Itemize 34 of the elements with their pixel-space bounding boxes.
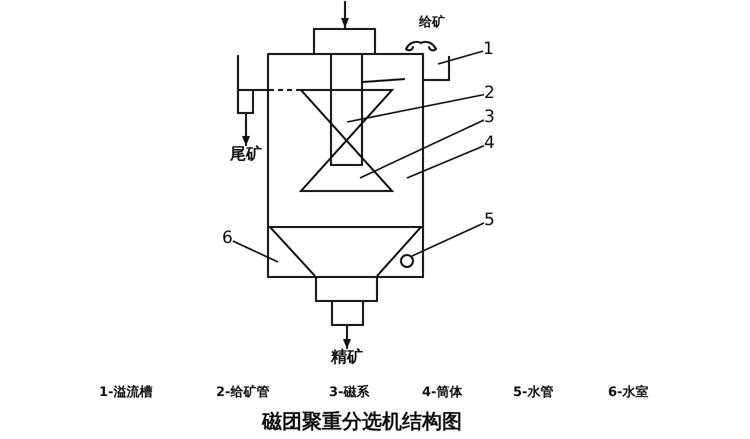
inlet-box	[313, 28, 376, 55]
callout-number: 4	[484, 135, 495, 152]
flow-label: 精矿	[331, 349, 363, 365]
hourglass-shape	[300, 89, 393, 192]
key-label: 3-磁系	[329, 386, 370, 399]
leader-line	[360, 119, 484, 179]
arrow	[242, 114, 250, 146]
flow-label: 尾矿	[230, 146, 262, 162]
key-label: 2-给矿管	[216, 386, 270, 399]
outlet-box	[315, 276, 378, 302]
key-label: 6-水室	[608, 386, 648, 399]
flow-label: 给矿	[419, 16, 445, 29]
trough	[422, 56, 450, 81]
callout-number: 2	[484, 85, 495, 102]
key-label: 4-筒体	[422, 386, 462, 399]
callout-number: 5	[484, 212, 495, 229]
arrow	[343, 326, 351, 349]
key-label: 1-溢流槽	[99, 386, 152, 399]
leader-line	[438, 50, 484, 65]
cylinder-body	[267, 53, 424, 278]
funnel-section	[269, 226, 422, 276]
outlet-pipe	[331, 300, 364, 326]
leader-line	[232, 240, 278, 263]
leader-line	[406, 145, 484, 179]
outlet-pipe	[237, 89, 254, 114]
caption: 磁团聚重分选机结构图	[262, 411, 462, 431]
callout-number: 3	[484, 109, 495, 126]
key-label: 5-水管	[513, 386, 554, 399]
arrow	[341, 1, 349, 28]
callout-number: 1	[483, 41, 494, 58]
pipe	[330, 55, 363, 166]
leader-line	[412, 222, 484, 257]
callout-number: 6	[222, 230, 233, 247]
pipe-circle	[400, 254, 414, 268]
